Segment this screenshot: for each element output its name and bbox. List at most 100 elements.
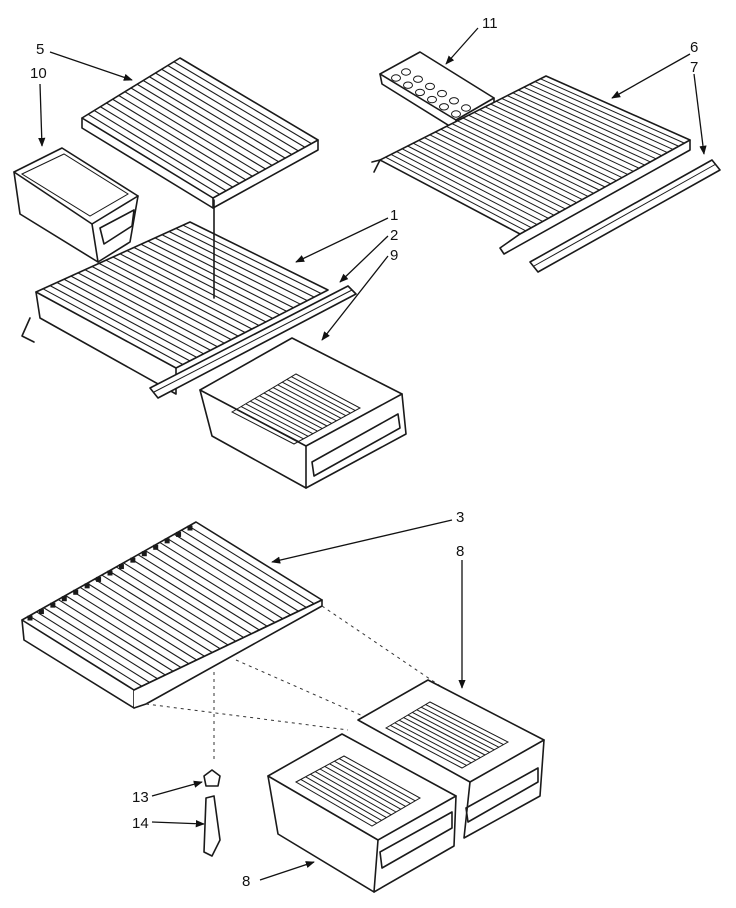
shelf-notch (84, 583, 90, 589)
wire-rod (50, 603, 166, 676)
shelf-notch (118, 564, 124, 570)
wire-rod (396, 151, 538, 226)
wire-rod (457, 120, 600, 191)
wire-rod (119, 253, 260, 326)
ice-cell (461, 104, 471, 112)
wire-rod (175, 227, 315, 298)
wire-rod (137, 554, 260, 631)
wire-rod (147, 240, 287, 312)
callout-13: 13 (132, 789, 149, 806)
callout-labels: 5 10 11 6 7 1 2 9 3 8 13 14 8 (30, 15, 698, 890)
wire-rod (462, 117, 606, 188)
drawer-part-9 (199, 337, 407, 489)
wire-rod (65, 595, 182, 668)
wire-rod (507, 95, 651, 163)
shelf-notch (27, 615, 33, 621)
ice-cell (425, 82, 435, 91)
wire-rod (118, 95, 253, 177)
wire-rod (479, 109, 623, 179)
assembly-guide-lines (145, 605, 521, 760)
wire-shelf-part-5 (81, 57, 319, 209)
wire-rod (136, 83, 273, 166)
wire-rod (43, 607, 158, 680)
wire-rod (56, 281, 197, 358)
wire-rod (161, 234, 301, 305)
wire-rod (63, 278, 204, 355)
wire-rod (57, 599, 174, 672)
wire-rod (412, 711, 490, 753)
wire-rod (291, 376, 356, 412)
wire-rod (420, 706, 500, 748)
wire-rod (240, 406, 304, 440)
wire-rod (123, 562, 244, 638)
wire-rod (272, 387, 337, 422)
wire-rod (93, 110, 227, 192)
shelf-notch (176, 531, 182, 537)
wire-rod (188, 525, 315, 605)
wire-rod (407, 145, 549, 219)
callout-7: 7 (690, 59, 698, 76)
wire-rod (540, 78, 685, 144)
wire-rod (77, 272, 218, 348)
ice-cell (415, 88, 425, 97)
wire-rod (416, 709, 495, 751)
ice-cell (401, 68, 411, 76)
wire-rod (425, 704, 504, 746)
shelf-notch (153, 544, 159, 550)
wire-rod (167, 65, 306, 148)
wire-rod (161, 68, 299, 152)
wire-rod (435, 131, 577, 204)
callout-8-front: 8 (242, 873, 250, 890)
wire-rod (451, 123, 594, 194)
wire-rod (87, 113, 220, 195)
wire-rod (403, 717, 481, 759)
wire-rod (424, 137, 566, 210)
drawer-part-8-rear (357, 679, 545, 839)
wire-rod (98, 262, 239, 337)
wire-rod (338, 758, 416, 802)
wire-rod (390, 724, 467, 766)
callout-8-rear: 8 (456, 543, 464, 560)
wire-rod (182, 224, 322, 295)
wire-rod (84, 269, 225, 344)
wire-rod (329, 763, 406, 807)
wire-rod (28, 615, 143, 687)
wire-rod (385, 156, 526, 232)
shelf-notch (107, 570, 113, 576)
shelf-notch (38, 609, 44, 615)
wire-rod (250, 400, 314, 435)
wire-shelf-part-3 (21, 521, 323, 709)
wire-rod (512, 92, 657, 160)
wire-rod (440, 128, 583, 200)
wire-rod (286, 378, 351, 414)
wire-rod (100, 106, 233, 188)
wire-rod (142, 80, 279, 163)
wire-rod (324, 765, 402, 810)
wire-shelf-part-6 (371, 75, 691, 255)
wire-rod (91, 266, 232, 341)
support-bracket-parts-13-14 (203, 769, 221, 857)
shelf-notch (50, 602, 56, 608)
wire-rod (112, 256, 253, 330)
wire-rod (429, 134, 572, 207)
wire-rod (418, 139, 560, 213)
callout-5: 5 (36, 41, 44, 58)
wire-rod (259, 395, 323, 430)
wire-rod (401, 148, 543, 222)
wire-rod (173, 61, 312, 145)
wire-rod (282, 381, 347, 417)
ice-cell (413, 75, 423, 83)
wire-rod (300, 778, 378, 824)
wire-rod (181, 529, 307, 608)
wire-rod (394, 722, 472, 764)
wire-rod (501, 97, 645, 166)
wire-rod (94, 578, 213, 653)
callout-6: 6 (690, 39, 698, 56)
wire-rod (268, 389, 332, 424)
ice-cell (427, 95, 437, 104)
callout-11: 11 (482, 15, 498, 32)
callout-14: 14 (132, 815, 149, 832)
wire-rod (523, 86, 668, 153)
wire-rod (154, 237, 294, 309)
wire-rod (534, 81, 679, 147)
